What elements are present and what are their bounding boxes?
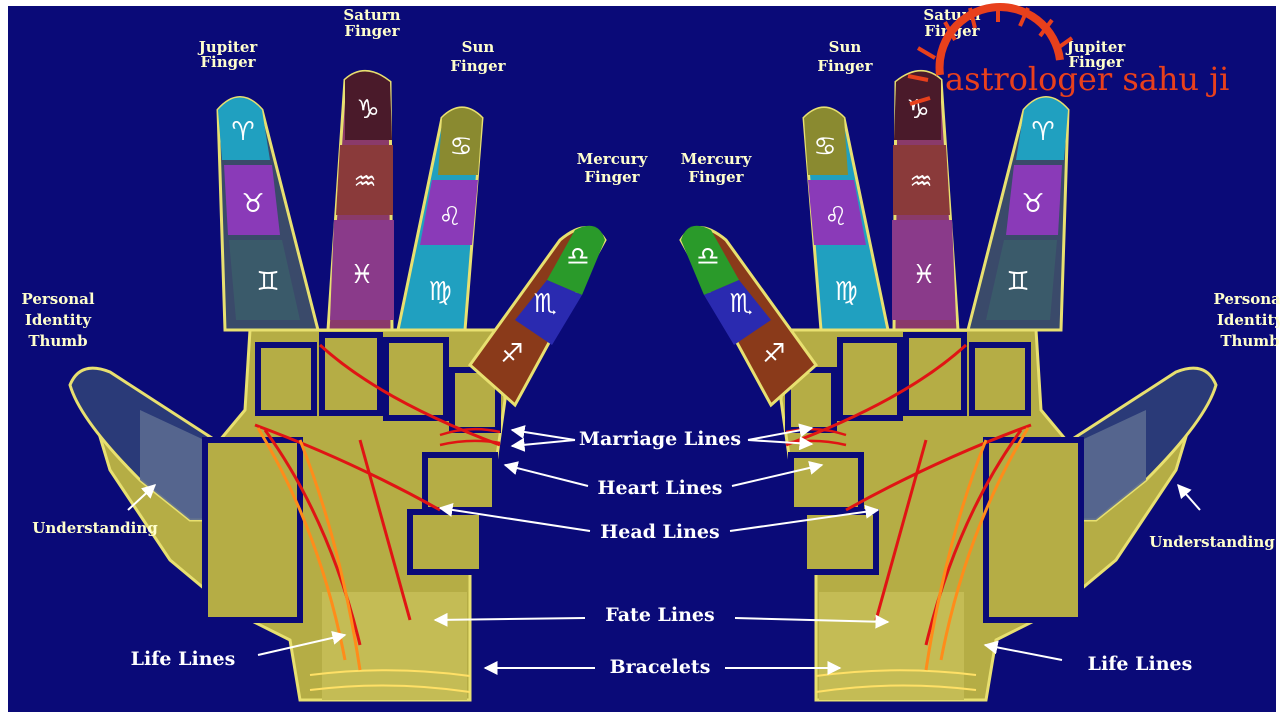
- left-fate-line: [358, 439, 412, 621]
- mercury-finger-label-left-2: Finger: [584, 168, 640, 186]
- heart-arrow-left: [503, 461, 589, 487]
- watermark-text: astrologer sahu ji: [945, 60, 1229, 98]
- personal-identity-thumb-left-2: Identity: [25, 311, 93, 329]
- life-arrow-right: [983, 640, 1063, 661]
- left-jupiter-finger: [216, 96, 320, 332]
- marriage-arrow-left-1: [510, 425, 576, 441]
- pisces-glyph-right: ♓: [912, 260, 935, 290]
- left-life-line: [256, 427, 362, 671]
- saturn-finger-label-left-2: Finger: [344, 22, 400, 40]
- marriage-lines-label: Marriage Lines: [579, 428, 741, 450]
- sagittarius-glyph-right: ♐: [762, 339, 785, 369]
- bracelets-label: Bracelets: [610, 656, 711, 678]
- sun-finger-label-right-1: Sun: [829, 38, 862, 56]
- taurus-glyph-right: ♉: [1021, 189, 1044, 219]
- aries-glyph-left: ♈: [231, 117, 254, 147]
- head-lines-label: Head Lines: [600, 521, 719, 543]
- aries-glyph-right: ♈: [1031, 117, 1054, 147]
- libra-glyph-right: ♎: [696, 242, 719, 272]
- jupiter-finger-label-left-2: Finger: [200, 53, 256, 71]
- left-heart-line: [318, 343, 501, 447]
- left-hand: ♈ ♉ ♊ ♑ ♒ ♓ ♋ ♌ ♍ ♎ ♏ ♐: [68, 70, 607, 702]
- left-head-line: [254, 423, 441, 512]
- mercury-finger-label-right-2: Finger: [688, 168, 744, 186]
- gemini-glyph-left: ♊: [256, 267, 279, 297]
- personal-identity-thumb-right-3: Thumb: [1220, 332, 1279, 350]
- left-marriage-line: [439, 427, 501, 447]
- left-mercury-finger: [467, 225, 607, 408]
- right-hand: [679, 70, 1218, 702]
- aquarius-glyph-right: ♒: [909, 167, 932, 197]
- leo-glyph-left: ♌: [438, 202, 461, 232]
- mercury-finger-label-left-1: Mercury: [577, 150, 649, 168]
- sagittarius-glyph-left: ♐: [500, 339, 523, 369]
- heart-arrow-right: [731, 461, 824, 487]
- left-saturn-finger: [326, 70, 394, 332]
- life-lines-label-left: Life Lines: [131, 648, 236, 670]
- marriage-arrow-right-1: [747, 423, 814, 441]
- sun-finger-label-left-2: Finger: [450, 57, 506, 75]
- marriage-arrow-right-2: [747, 436, 814, 451]
- head-arrow-left: [438, 502, 591, 532]
- life-lines-label-right: Life Lines: [1088, 653, 1193, 675]
- understanding-label-right: Understanding: [1149, 533, 1275, 551]
- personal-identity-thumb-left-1: Personal: [21, 290, 94, 308]
- virgo-glyph-right: ♍: [834, 277, 857, 307]
- personal-identity-thumb-left-3: Thumb: [28, 332, 87, 350]
- understanding-arrow-right: [1177, 483, 1201, 511]
- cancer-glyph-left: ♋: [449, 132, 472, 162]
- mercury-finger-label-right-1: Mercury: [681, 150, 753, 168]
- virgo-glyph-left: ♍: [428, 277, 451, 307]
- cancer-glyph-right: ♋: [813, 132, 836, 162]
- pisces-glyph-left: ♓: [350, 260, 373, 290]
- life-arrow-left: [257, 631, 347, 656]
- jupiter-finger-label-right-1: Jupiter: [1065, 38, 1127, 56]
- sun-finger-label-left-1: Sun: [462, 38, 495, 56]
- sun-finger-label-right-2: Finger: [817, 57, 873, 75]
- libra-glyph-left: ♎: [566, 242, 589, 272]
- left-sun-finger: [396, 106, 484, 332]
- head-arrow-right: [729, 504, 880, 532]
- heart-lines-label: Heart Lines: [598, 477, 723, 499]
- jupiter-finger-label-left-1: Jupiter: [197, 38, 259, 56]
- personal-identity-thumb-right-2: Identity: [1217, 311, 1280, 329]
- gemini-glyph-right: ♊: [1006, 267, 1029, 297]
- left-bracelet-area: [322, 592, 467, 700]
- capricorn-glyph-left: ♑: [356, 95, 379, 125]
- leo-glyph-right: ♌: [824, 202, 847, 232]
- scorpio-glyph-left: ♏: [533, 289, 556, 319]
- jupiter-finger-label-right-2: Finger: [1068, 53, 1124, 71]
- understanding-arrow-left: [127, 484, 157, 511]
- scorpio-glyph-right: ♏: [729, 289, 752, 319]
- aquarius-glyph-left: ♒: [353, 167, 376, 197]
- fate-arrow-left: [433, 612, 586, 627]
- fate-lines-label: Fate Lines: [605, 604, 714, 626]
- saturn-finger-label-left-1: Saturn: [343, 6, 400, 24]
- understanding-label-left: Understanding: [32, 519, 158, 537]
- taurus-glyph-left: ♉: [241, 189, 264, 219]
- sun-logo-icon: [935, 3, 1064, 76]
- left-life-line-red: [263, 429, 362, 646]
- personal-identity-thumb-right-1: Personal: [1213, 290, 1280, 308]
- marriage-arrow-left-2: [510, 437, 576, 452]
- fate-arrow-right: [734, 614, 890, 629]
- astrologer-logo: astrologer sahu ji: [907, 3, 1229, 106]
